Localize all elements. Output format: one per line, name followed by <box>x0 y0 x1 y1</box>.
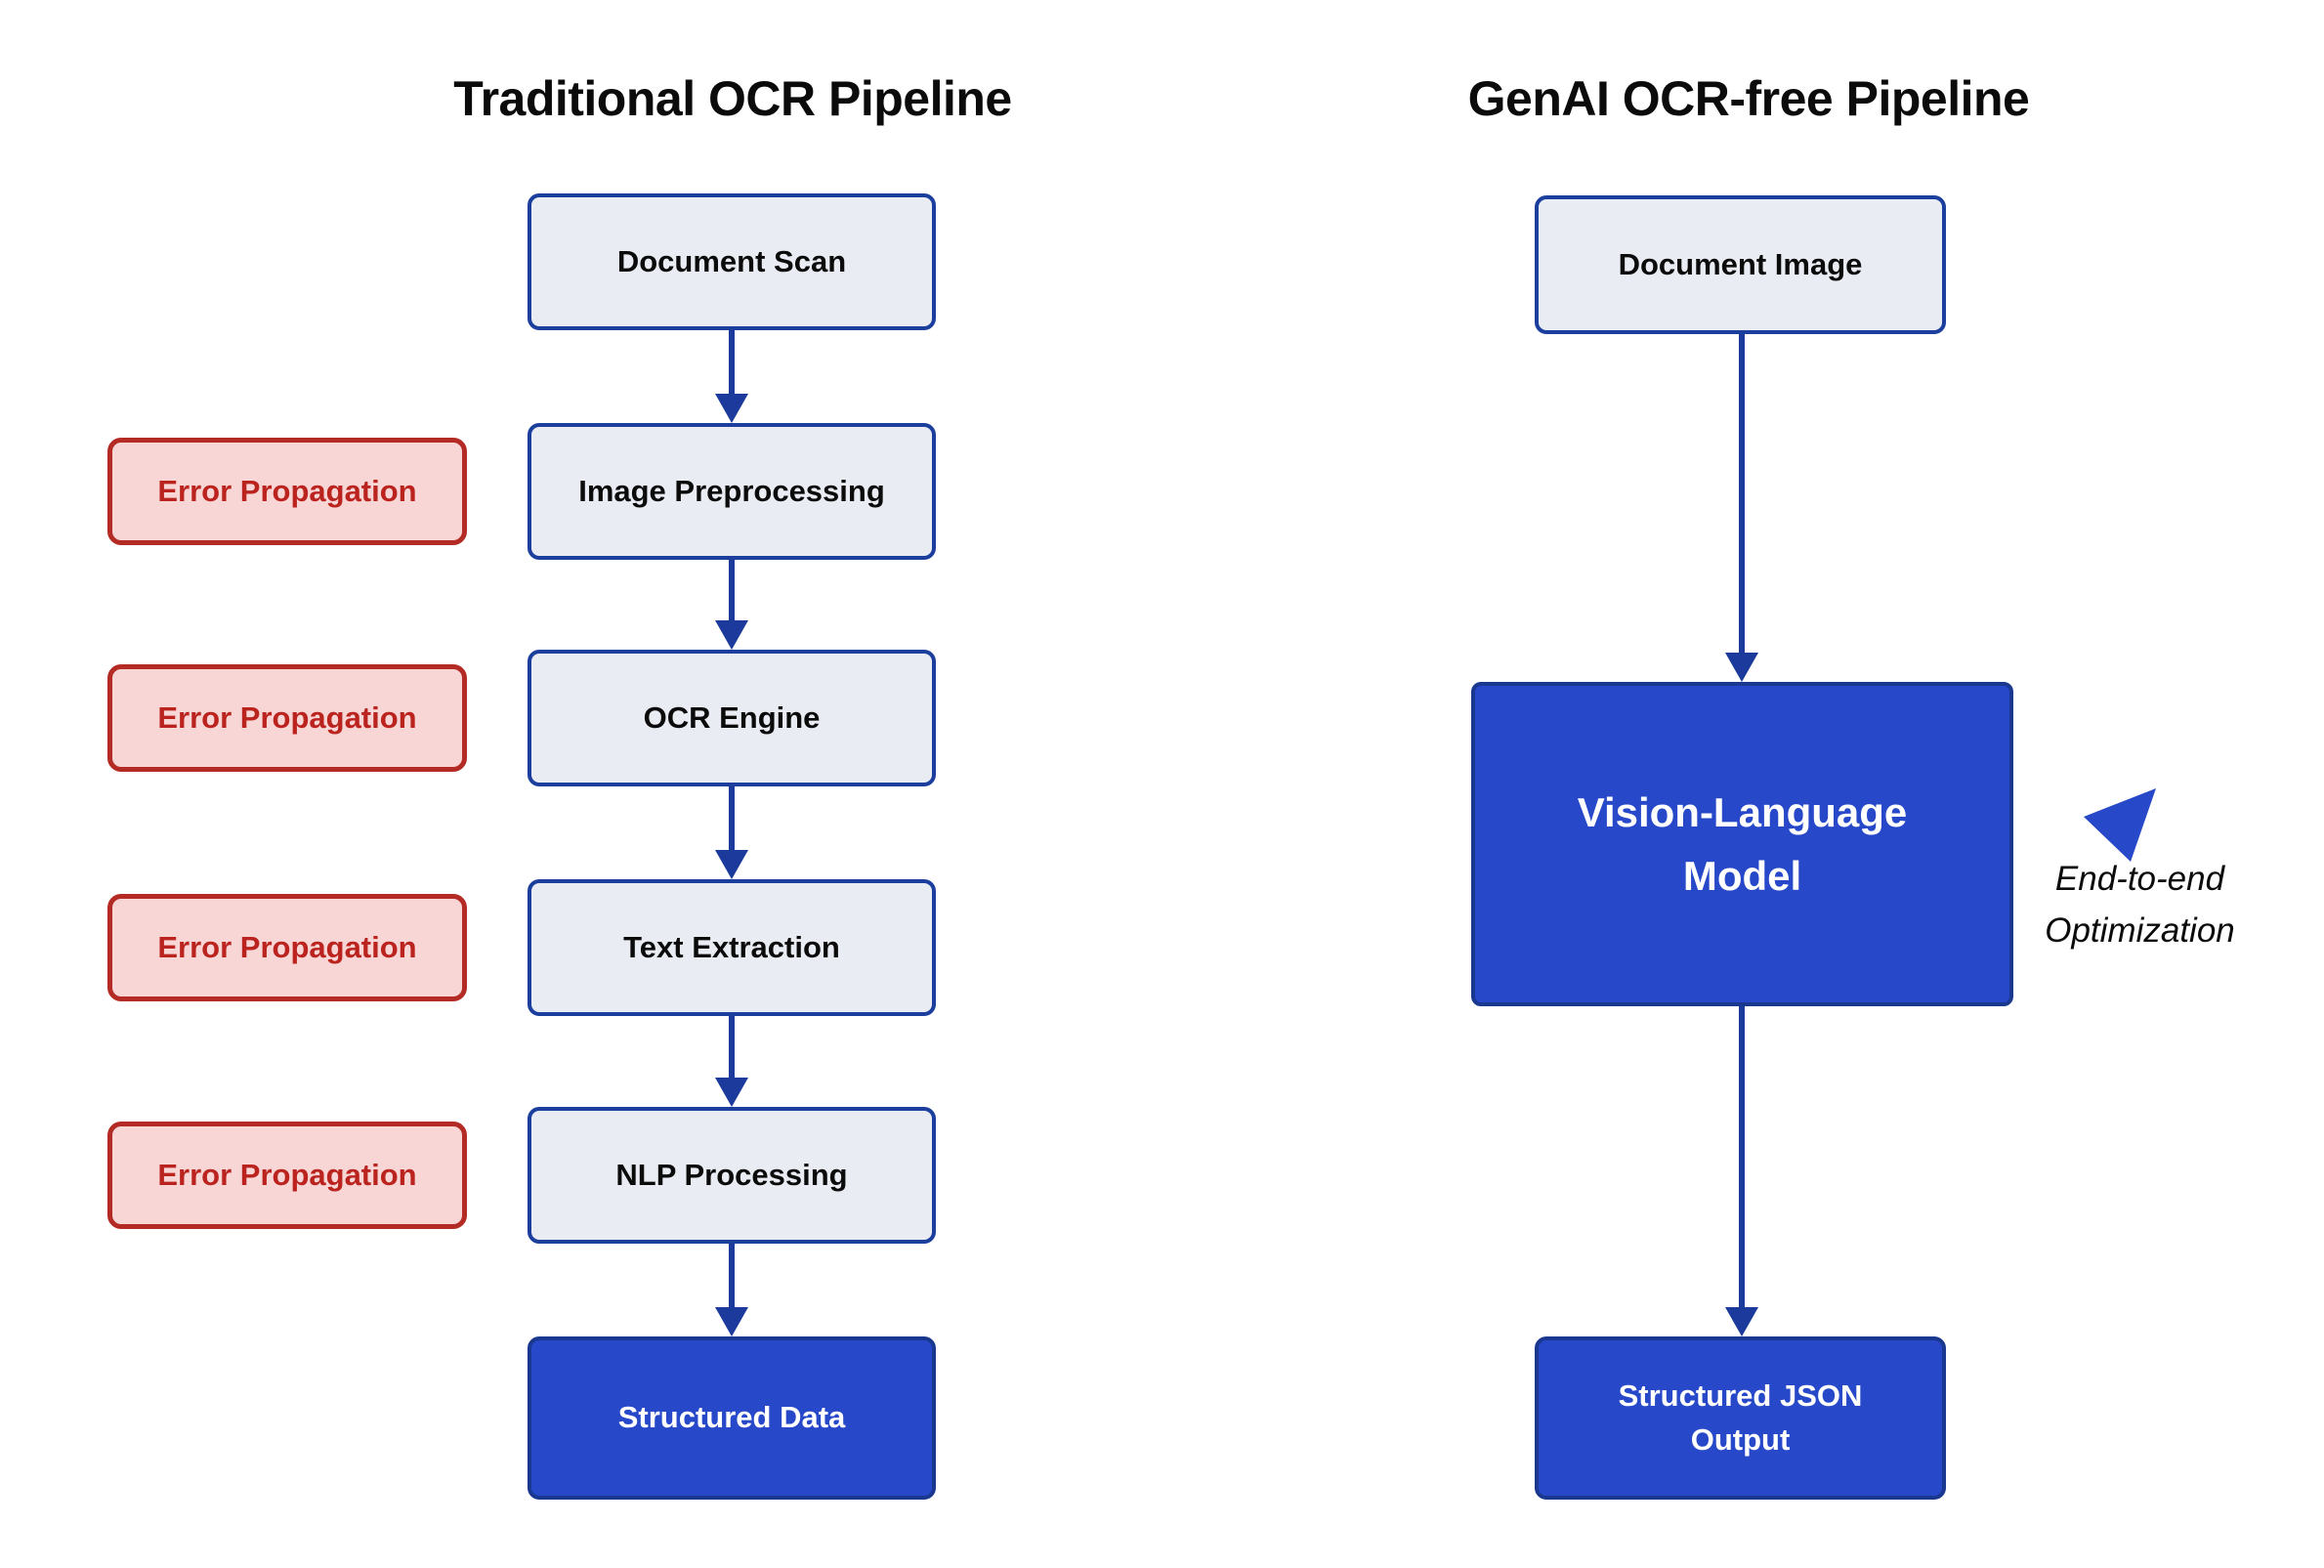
flow-box-document-image: Document Image <box>1535 195 1946 334</box>
left-pipeline-title: Traditional OCR Pipeline <box>453 71 1012 126</box>
flow-box-document-scan: Document Scan <box>528 193 936 330</box>
annotation-end-to-end: End-to-end Optimization <box>2001 854 2279 956</box>
flow-box-label: Structured Data <box>617 1400 846 1435</box>
annotation-triangle-shape <box>2084 788 2156 862</box>
arrow-ocr-to-extraction <box>715 786 748 879</box>
arrow-stem <box>729 560 735 620</box>
arrow-vlm-to-json <box>1725 1006 1758 1336</box>
flow-box-label: Document Scan <box>616 243 847 278</box>
arrow-head-icon <box>715 620 748 650</box>
flow-box-label-line1: Structured JSON <box>1618 1377 1863 1413</box>
flow-box-structured-json-output: Structured JSON Output <box>1535 1336 1946 1500</box>
flow-box-label: NLP Processing <box>615 1157 848 1192</box>
arrow-head-icon <box>715 1078 748 1107</box>
arrow-head-icon <box>715 394 748 423</box>
error-box-1: Error Propagation <box>107 438 467 545</box>
flow-box-label: Document Image <box>1618 246 1863 281</box>
arrow-head-icon <box>1725 653 1758 682</box>
flow-box-nlp-processing: NLP Processing <box>528 1107 936 1244</box>
arrow-preprocessing-to-ocr <box>715 560 748 650</box>
right-pipeline-title: GenAI OCR-free Pipeline <box>1467 71 2030 126</box>
flow-box-image-preprocessing: Image Preprocessing <box>528 423 936 560</box>
flow-box-vision-language-model: Vision-Language Model <box>1471 682 2013 1006</box>
flow-box-label-line2: Model <box>1682 853 1802 899</box>
arrow-stem <box>729 330 735 394</box>
arrow-scan-to-preprocessing <box>715 330 748 423</box>
arrow-stem <box>729 1244 735 1307</box>
flow-box-label-line2: Output <box>1690 1421 1791 1457</box>
flow-box-text-extraction: Text Extraction <box>528 879 936 1016</box>
annotation-arrowhead-icon <box>2084 788 2156 862</box>
flow-box-ocr-engine: OCR Engine <box>528 650 936 786</box>
arrow-stem <box>729 786 735 850</box>
flow-box-label-line1: Vision-Language <box>1577 788 1908 835</box>
annotation-line1: End-to-end <box>2054 860 2225 898</box>
arrow-stem <box>1739 1006 1745 1307</box>
flow-box-label: OCR Engine <box>643 699 821 735</box>
arrow-stem <box>1739 334 1745 653</box>
error-box-2: Error Propagation <box>107 664 467 772</box>
arrow-image-to-vlm <box>1725 334 1758 682</box>
arrow-nlp-to-structured <box>715 1244 748 1336</box>
arrow-head-icon <box>715 1307 748 1336</box>
error-box-label: Error Propagation <box>157 1158 417 1192</box>
flow-box-label: Text Extraction <box>623 929 840 964</box>
flow-box-structured-data: Structured Data <box>528 1336 936 1500</box>
arrow-head-icon <box>715 850 748 879</box>
error-box-label: Error Propagation <box>157 930 417 964</box>
error-box-3: Error Propagation <box>107 894 467 1001</box>
error-box-label: Error Propagation <box>157 700 417 735</box>
error-box-label: Error Propagation <box>157 474 417 508</box>
flow-box-label: Image Preprocessing <box>578 473 885 508</box>
arrow-stem <box>729 1016 735 1078</box>
error-box-4: Error Propagation <box>107 1122 467 1229</box>
arrow-head-icon <box>1725 1307 1758 1336</box>
annotation-line2: Optimization <box>2045 911 2235 950</box>
arrow-extraction-to-nlp <box>715 1016 748 1107</box>
